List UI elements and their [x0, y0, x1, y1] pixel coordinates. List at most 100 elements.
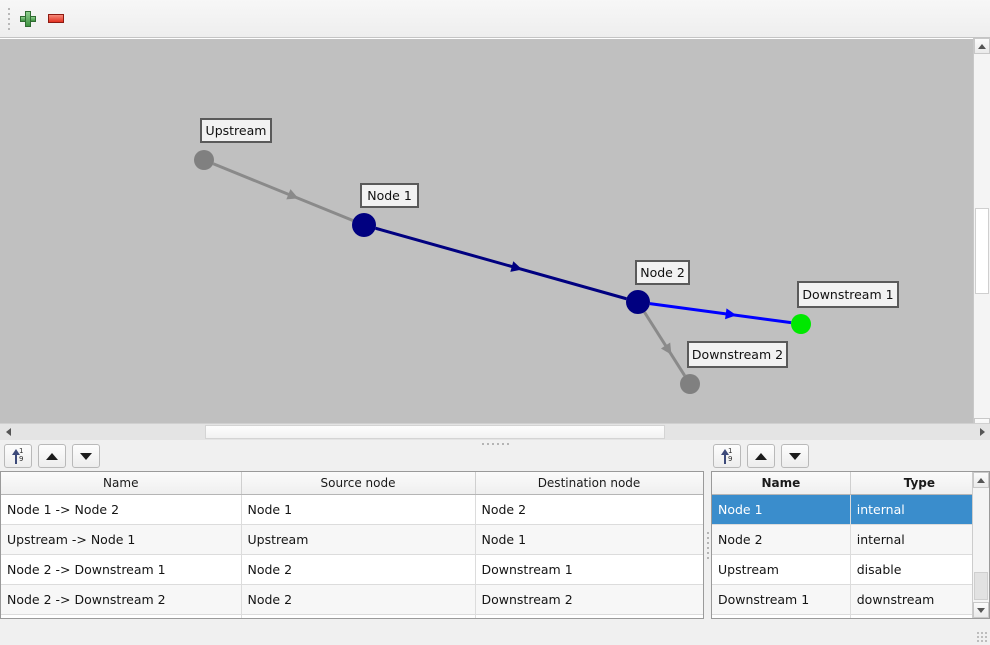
table-cell-source-node: Node 1 [241, 494, 476, 525]
tables-area: Name Source node Destination node Node 1… [0, 471, 990, 619]
edges-toolbar: 1 9 [4, 443, 100, 469]
edges-col-destination[interactable]: Destination node [475, 472, 703, 495]
nodes-sort-button[interactable]: 1 9 [713, 444, 741, 468]
edges-table-header-row: Name Source node Destination node [1, 472, 703, 495]
table-cell-empty [475, 614, 703, 618]
graph-edge-arrow-node1-node2 [510, 261, 523, 272]
graph-edge-arrow-node2-downstream1 [725, 308, 737, 320]
scroll-left-button[interactable] [0, 424, 16, 440]
triangle-right-icon [979, 428, 985, 436]
graph-edge-upstream-node1[interactable] [212, 162, 354, 222]
edges-table-panel[interactable]: Name Source node Destination node Node 1… [0, 471, 704, 619]
horizontal-splitter[interactable] [0, 440, 990, 447]
edges-table[interactable]: Name Source node Destination node Node 1… [1, 472, 703, 618]
table-cell-destination-node: Node 2 [475, 494, 703, 525]
graph-node-label-box-upstream [200, 118, 272, 143]
remove-button[interactable] [42, 5, 70, 33]
table-cell-empty [1, 614, 242, 618]
table-cell-destination-node: Downstream 1 [475, 554, 703, 585]
table-cell-name: Node 2 [712, 524, 851, 555]
table-cell-type: downstream [850, 584, 989, 615]
resize-grip-icon[interactable] [977, 632, 987, 642]
graph-node-downstream2[interactable] [680, 374, 700, 394]
scroll-up-button[interactable] [974, 38, 990, 54]
graph-node-node2[interactable] [626, 290, 650, 314]
edges-move-up-button[interactable] [38, 444, 66, 468]
canvas-horizontal-scrollbar[interactable] [0, 423, 990, 440]
vertical-splitter[interactable] [704, 471, 711, 619]
scroll-right-button[interactable] [974, 424, 990, 440]
triangle-left-icon [5, 428, 11, 436]
nodes-col-type[interactable]: Type [850, 472, 989, 495]
add-button[interactable] [14, 5, 42, 33]
table-cell-type: internal [850, 524, 989, 555]
nodes-move-up-button[interactable] [747, 444, 775, 468]
table-cell-destination-node: Downstream 2 [475, 584, 703, 615]
table-cell-source-node: Node 2 [241, 584, 476, 615]
edges-sort-button[interactable]: 1 9 [4, 444, 32, 468]
graph-node-upstream[interactable] [194, 150, 214, 170]
nodes-vertical-scrollbar[interactable] [972, 472, 989, 618]
splitter-grip-icon [481, 442, 509, 445]
edges-col-name[interactable]: Name [1, 472, 242, 495]
canvas-scroll-thumb[interactable] [975, 208, 989, 294]
table-cell-type: disable [850, 554, 989, 585]
graph-edge-node2-downstream2[interactable] [643, 311, 686, 377]
edges-move-down-button[interactable] [72, 444, 100, 468]
status-bar [0, 619, 990, 645]
canvas-vertical-scrollbar[interactable] [973, 38, 990, 434]
table-cell-empty [241, 614, 476, 618]
sort-digit-top: 1 [19, 446, 24, 455]
toolbar-grip[interactable] [4, 7, 14, 30]
sort-digit-top: 1 [728, 446, 733, 455]
graph-edge-arrow-upstream-node1 [286, 189, 299, 200]
graph-node-label-downstream1: Downstream 1 [802, 287, 893, 302]
triangle-down-icon [977, 607, 985, 613]
graph-edge-node2-downstream1[interactable] [649, 302, 792, 325]
nodes-toolbar: 1 9 [713, 443, 809, 469]
canvas-hscroll-thumb[interactable] [205, 425, 665, 439]
table-cell-destination-node: Node 1 [475, 524, 703, 555]
graph-node-label-box-node1 [360, 183, 419, 208]
nodes-scroll-up-button[interactable] [973, 472, 989, 488]
graph-edge-node1-node2[interactable] [375, 226, 627, 301]
sort-digit-bottom: 9 [19, 454, 24, 463]
nodes-move-down-button[interactable] [781, 444, 809, 468]
table-cell-name: Downstream 1 [712, 584, 851, 615]
table-cell-type: internal [850, 494, 989, 525]
table-cell-name: Node 1 -> Node 2 [1, 494, 242, 525]
table-cell-source-node: Upstream [241, 524, 476, 555]
table-row-empty[interactable] [1, 614, 703, 618]
table-cell-name: Node 2 -> Downstream 1 [1, 554, 242, 585]
graph-node-label-box-downstream2 [687, 341, 788, 368]
table-cell-empty [712, 614, 851, 618]
graph-edge-arrow-node2-downstream2 [660, 342, 672, 355]
plus-icon [20, 10, 36, 27]
edges-col-source[interactable]: Source node [241, 472, 476, 495]
nodes-col-name[interactable]: Name [712, 472, 851, 495]
sort-icon: 1 9 [10, 446, 26, 464]
graph-node-downstream1[interactable] [791, 314, 811, 334]
nodes-scroll-down-button[interactable] [973, 602, 989, 618]
graph-node-label-node2: Node 2 [640, 265, 685, 280]
minus-icon [48, 14, 64, 23]
splitter-grip-icon [706, 531, 709, 559]
nodes-scroll-thumb[interactable] [974, 572, 988, 600]
graph-node-label-upstream: Upstream [206, 123, 267, 138]
arrow-up-icon [755, 452, 767, 460]
nodes-table-header-row: Name Type [712, 472, 989, 495]
sort-icon: 1 9 [719, 446, 735, 464]
graph-node-node1[interactable] [352, 213, 376, 237]
